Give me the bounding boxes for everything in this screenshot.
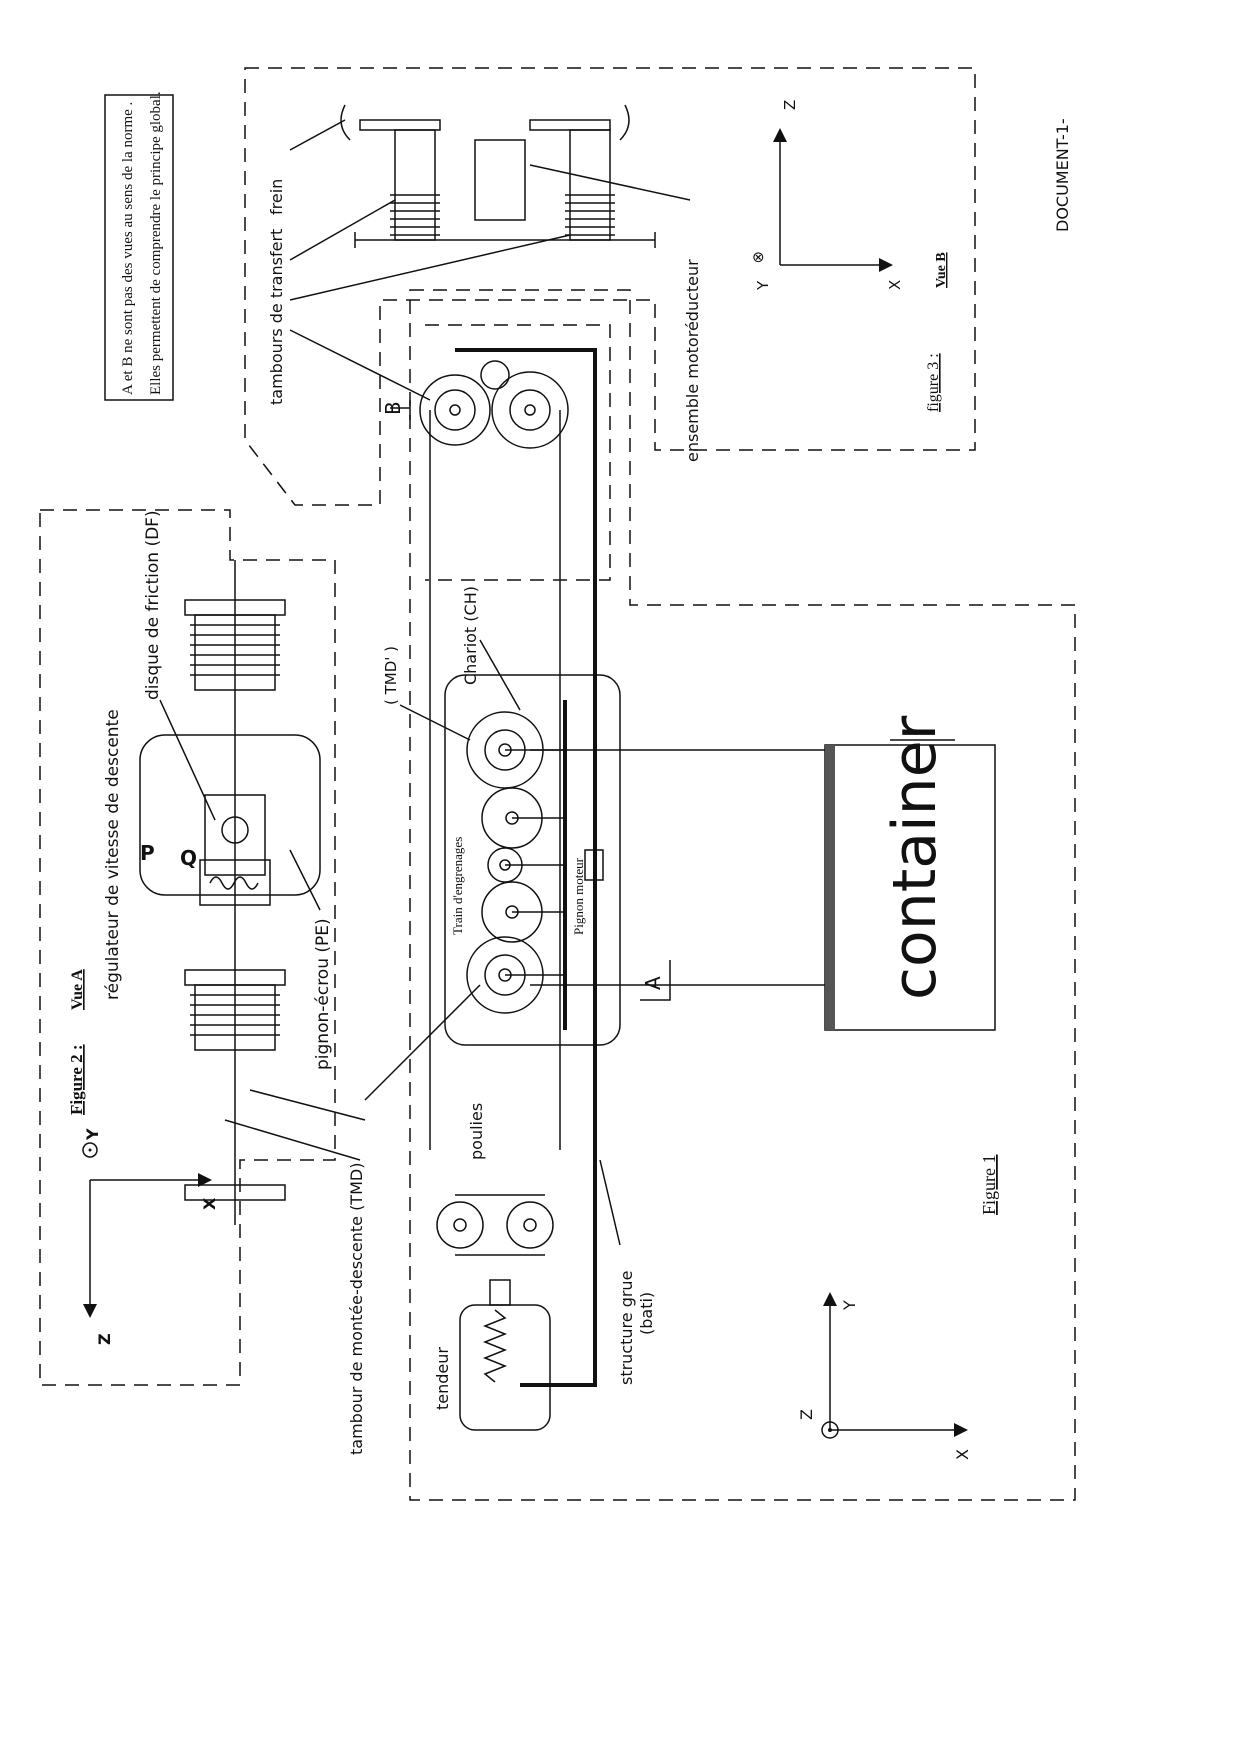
container-label: container — [880, 715, 950, 1000]
pignon-ecrou — [199, 859, 271, 906]
figure-3-title: figure 3 : — [925, 353, 942, 412]
figure-1-border — [409, 289, 1076, 1501]
svg-text:X: X — [886, 280, 904, 290]
figure-3-axes: Z X Y ⊗ — [752, 100, 904, 291]
tendeur — [459, 1304, 551, 1431]
motor-reducer — [474, 139, 526, 221]
figure-2: Figure 2 : Vue A régulateur de vitesse d… — [39, 509, 361, 1386]
note-line-1: A et B ne sont pas des vues au sens de l… — [120, 102, 136, 395]
figure-2-view: Vue A — [69, 969, 86, 1010]
svg-text:P: P — [140, 841, 155, 865]
label-bati: (bati) — [637, 1292, 656, 1335]
label-chariot: Chariot (CH) — [461, 586, 480, 685]
svg-text:X: X — [953, 1449, 972, 1460]
label-poulies: poulies — [467, 1103, 486, 1160]
svg-text:Z: Z — [781, 100, 799, 110]
figure-2-border — [39, 509, 336, 1386]
figure-2-title: Figure 2 : — [67, 1044, 86, 1115]
note-line-2: Elles permettent de comprendre le princi… — [148, 91, 164, 395]
svg-text:Q: Q — [180, 846, 197, 870]
figure-3-border — [244, 67, 976, 506]
figure-1-title: Figure 1 — [979, 1155, 999, 1216]
into-page-icon: ⊗ — [752, 248, 765, 266]
figure-1-axes: Y X Z — [797, 1292, 972, 1460]
label-frein: frein — [267, 179, 286, 215]
label-tambour-tmd: tambour de montée-descente (TMD) — [347, 1163, 366, 1455]
svg-text:Z: Z — [797, 1409, 816, 1420]
section-a-label: A — [641, 976, 665, 990]
svg-text:Z: Z — [95, 1333, 114, 1345]
svg-text:Y: Y — [83, 1128, 102, 1141]
figure-3-view: Vue B — [934, 252, 949, 288]
label-tendeur: tendeur — [433, 1347, 452, 1410]
label-tmd-prime: ( TMD' ) — [382, 646, 400, 705]
label-pignon-ecrou: pignon-écrou (PE) — [313, 918, 333, 1070]
regulator-housing — [139, 734, 321, 896]
svg-text:Y: Y — [840, 1300, 859, 1311]
svg-text:X: X — [200, 1197, 219, 1210]
friction-disc — [204, 794, 266, 876]
figure-1: Train d'engrenages Pignon moteur Chariot… — [249, 289, 1076, 1501]
note-box: A et B ne sont pas des vues au sens de l… — [104, 91, 174, 401]
transfer-drum-right — [569, 129, 611, 241]
label-disque-friction: disque de friction (DF) — [143, 510, 163, 700]
label-pignon-moteur: Pignon moteur — [571, 857, 586, 935]
label-tambours-transfert: tambours de transfert — [267, 229, 286, 405]
svg-text:Y: Y — [754, 280, 772, 291]
label-structure-grue: structure grue — [617, 1271, 636, 1385]
label-motoreducteur: ensemble motoréducteur — [683, 259, 702, 462]
figure-3: frein tambours de transfert ensemble mot… — [244, 67, 976, 506]
container — [824, 744, 996, 1031]
figure-2-axes: X Z Y — [82, 1128, 219, 1345]
label-regulateur: régulateur de vitesse de descente — [103, 709, 123, 1000]
chariot — [444, 674, 621, 1046]
document-label: DOCUMENT-1- — [1053, 118, 1072, 232]
transfer-drum-left — [394, 129, 436, 241]
label-train-engrenages: Train d'engrenages — [450, 837, 465, 935]
